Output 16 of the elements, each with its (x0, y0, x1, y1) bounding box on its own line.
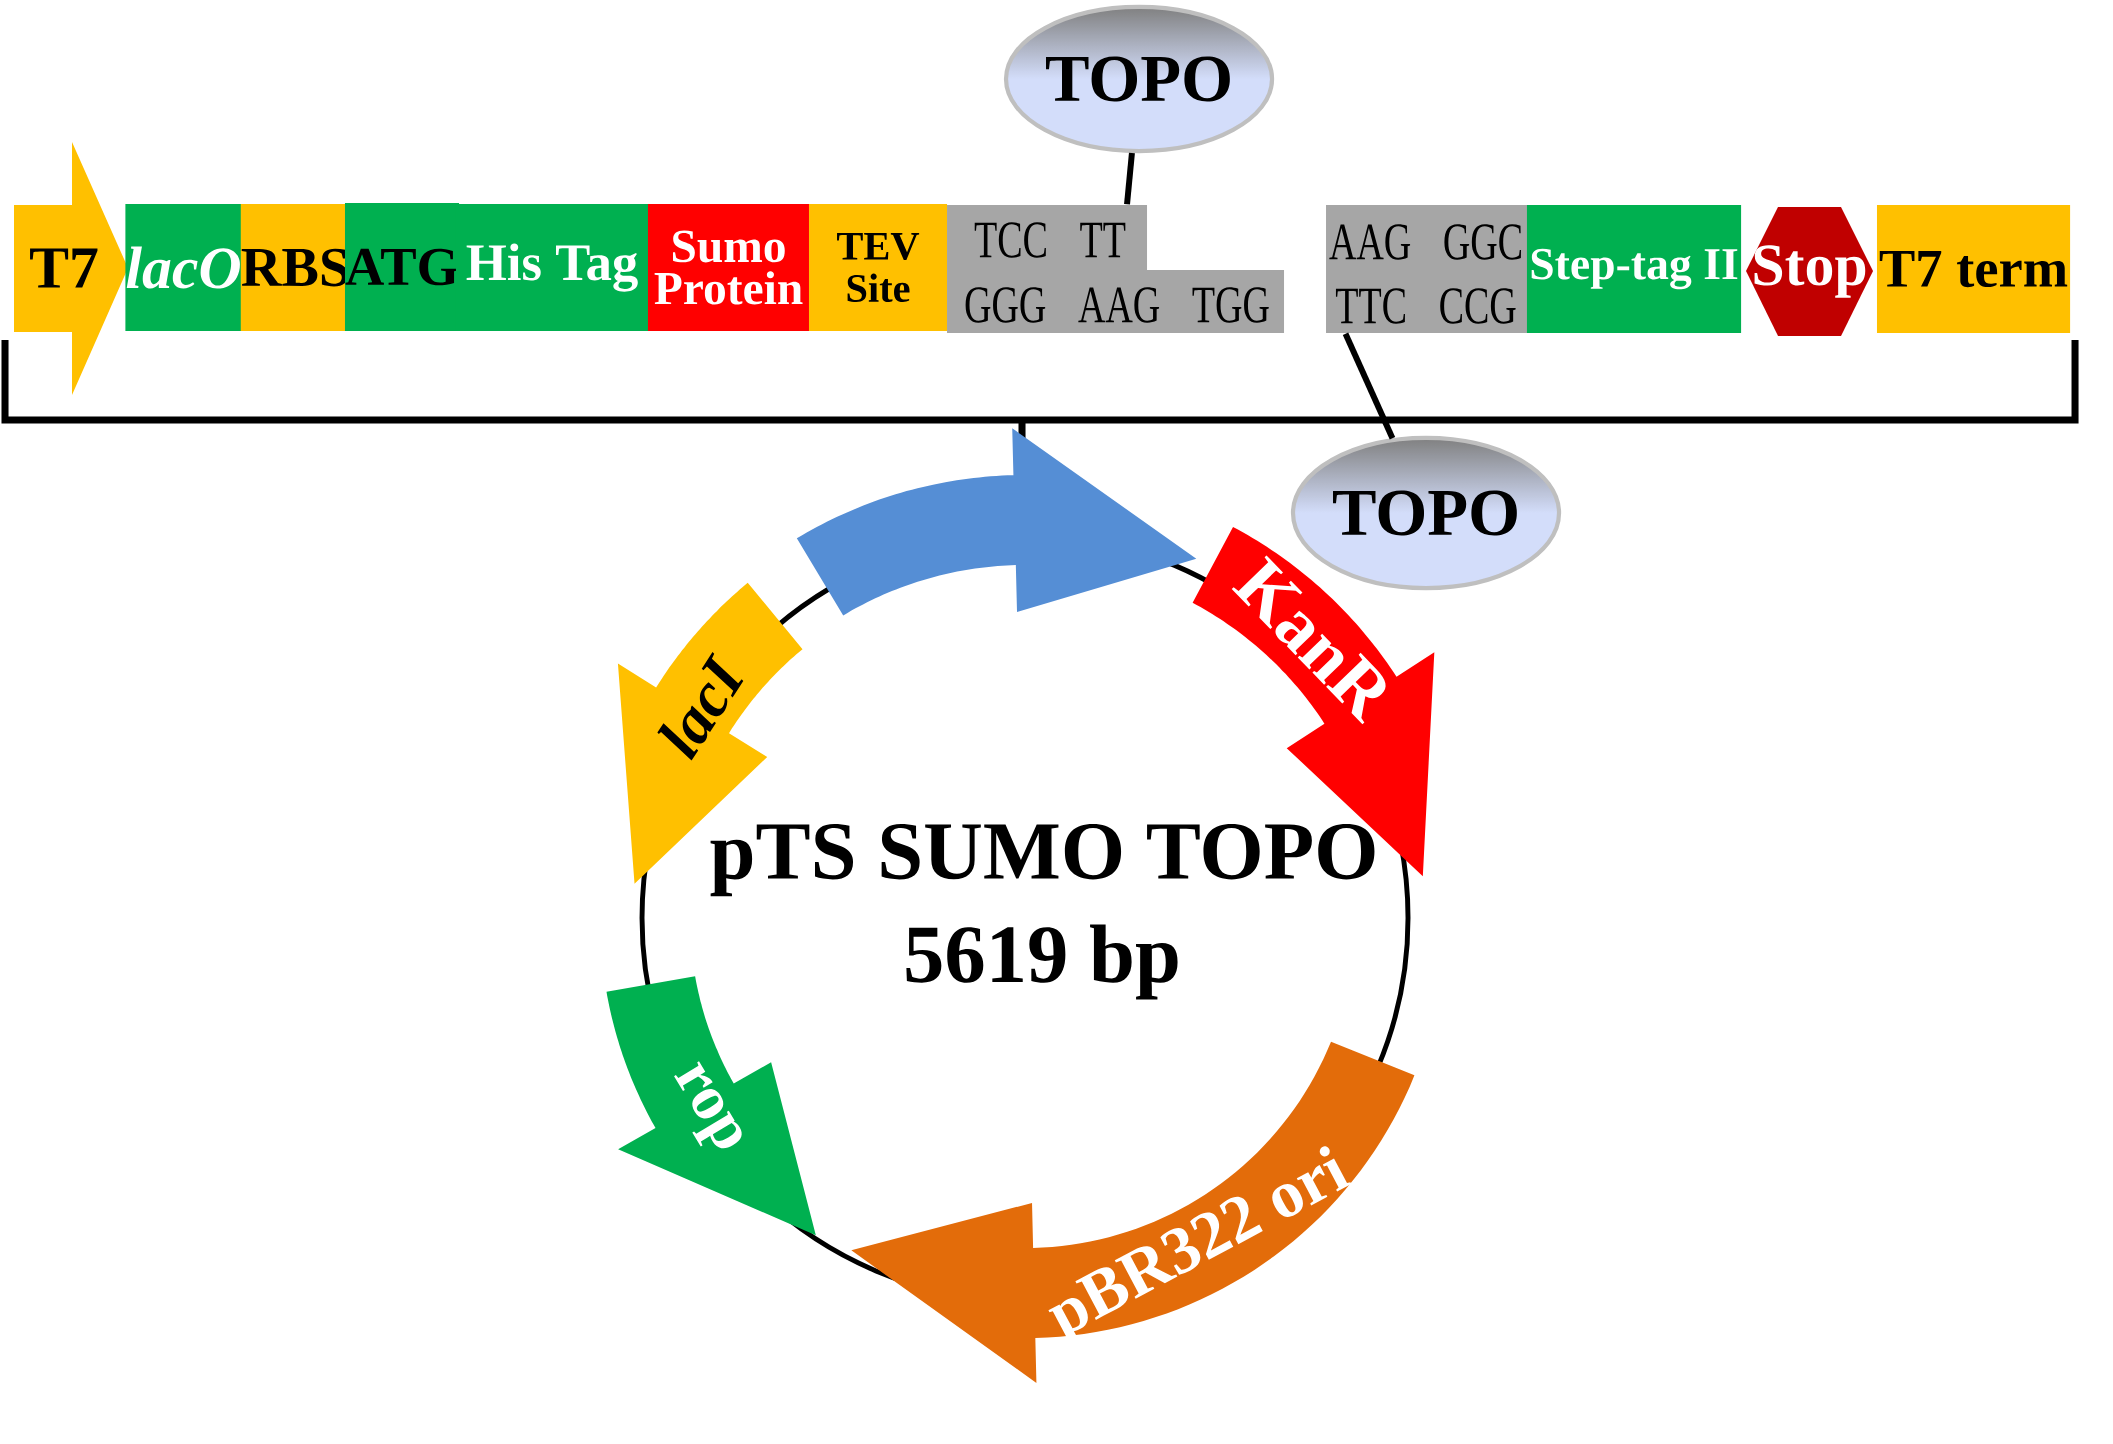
leader-line (1124, 152, 1135, 205)
insert-segment (796, 428, 1197, 616)
sequence-box: AAG GGC TTC CCG (1326, 205, 1528, 333)
gene-box: Sumo Protein (647, 204, 810, 332)
gene-box: Step-tag II (1526, 205, 1742, 334)
enzyme-blob: TOPO (1003, 4, 1275, 154)
gene-box: ATG (345, 203, 460, 332)
node-label: His Tag (466, 243, 638, 292)
leader-line (1342, 332, 1396, 440)
gene-box: lacO (125, 204, 242, 332)
sequence-box: TCC TT GGG AAG TGG (947, 205, 1284, 333)
gene-box: His Tag (455, 204, 649, 332)
gene-box: TEV Site (808, 204, 948, 332)
stop-hexagon: Stop (1746, 207, 1874, 336)
plasmid-name: 5619 bp (906, 924, 1178, 1000)
gene-box: T7 term (1877, 205, 2071, 334)
